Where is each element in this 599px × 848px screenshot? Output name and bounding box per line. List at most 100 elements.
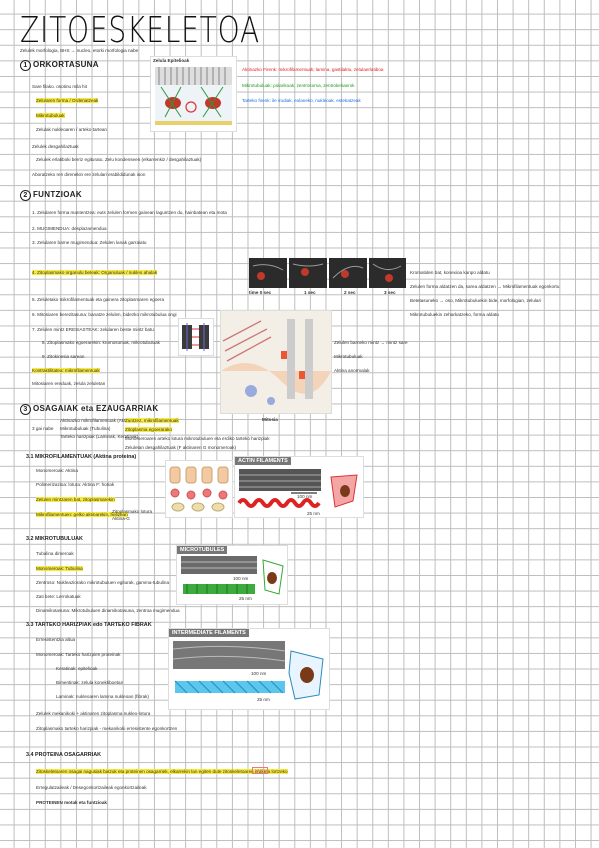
side-note: Betetasuneko → oso, Mikrotubuluekin bide…: [410, 298, 541, 303]
microtubules-figure: MICROTUBULES 100 nm 25 nm: [176, 545, 288, 605]
cell-transport-figure: [220, 310, 332, 414]
time-label: 3 sec: [384, 290, 396, 295]
actin-polymer-diagram: [169, 466, 229, 512]
actin-filaments-figure: ACTIN FILAMENTS 100 nm 25 nm: [234, 456, 364, 518]
sub33-item: Zelulek mekanikoki + aktinaren zitoplasm…: [36, 711, 151, 716]
brace-right: Zuntzez, mikrofilamentuak: [125, 418, 179, 423]
s2-item: 1. Zelularen forma mantentzea: euts zelu…: [32, 210, 227, 215]
arrow-note: Zelulen barneko mintz → mintz sare: [334, 340, 408, 345]
s2-item: 2. MUGIMENDUA: desplazamendua: [32, 226, 107, 231]
arrow-note: Mikrotubuluak: [334, 354, 363, 359]
transport-diagram: [221, 311, 331, 413]
sub32-item: Monomeroak: Tubulina: [36, 566, 83, 571]
s3-intro: 3 gai nabe: [32, 426, 54, 431]
sub33-heading: 3.3 TARTEKO HARIZPIAK edo TARTEKO FIBRAK: [26, 622, 152, 628]
scale-label: 100 nm: [233, 576, 249, 581]
time-label: time 0 sec: [249, 290, 272, 295]
sub33-item: Bimentinak: zelula konektiboetan: [56, 680, 124, 685]
legend-microtubules: Mikrotubuluak: polarikoak, zentrosoma, z…: [242, 83, 355, 88]
s1-item: Sare filako. osotinu mila hit: [32, 84, 87, 89]
sub34-heading: 3.4 PROTEINA OSAGARRIAK: [26, 752, 101, 758]
figure-label: Zelula Epitelioak: [153, 58, 190, 63]
s1-item: Zelulek erlatiboki berriz egituratu. Zel…: [36, 157, 202, 162]
legend-intermediate: Tarteko firenk: ile irudiak, eolaneko, n…: [242, 98, 361, 103]
page-title: ZITOESKELETOA: [20, 10, 260, 51]
s2-item: 8. Zitoplasmako egoerarekin: kromosomak,…: [42, 340, 160, 345]
intermediate-filaments-figure: INTERMEDIATE FILAMENTS 100 nm 25 nm: [168, 628, 330, 710]
scale-label: 100 nm: [297, 494, 313, 499]
section-number: 1: [20, 60, 31, 71]
arrow-note: Aktina anormalak: [334, 368, 370, 373]
brace-right: Zeluletan desgahilaztuak (F aktinaren G …: [125, 445, 237, 450]
sub31-item: Mikrofilamentuen: gelko aktinarekin, hel…: [36, 512, 128, 517]
side-note: Kromatiden bat, konexioa kanpo aldatu: [410, 270, 490, 275]
intermediate-diagram: [172, 641, 324, 700]
frame-3: [369, 258, 406, 288]
s2-item: 6. Mitosiaren berezitasuna: banatze zelu…: [32, 312, 177, 317]
map-tag: MAP: [252, 767, 268, 774]
figure-title: INTERMEDIATE FILAMENTS: [169, 629, 249, 637]
side-note: Mikrotubuluekin zeharkatzeko, forma alda…: [410, 312, 499, 317]
mitosis-figure: [178, 318, 214, 356]
sub33-item: Erresistentzia altua: [36, 637, 76, 642]
sub31-item: Monomeroak: Aktina: [36, 468, 78, 473]
brace-item: Mikrotubuluak (Tubulina): [60, 426, 111, 431]
section-number: 3: [20, 404, 31, 415]
sub31-side: Zitoplasmako lotura: [112, 509, 153, 514]
sub32-heading: 3.2 MIKROTUBULUAK: [26, 536, 83, 542]
time-lapse-strip: time 0 sec 1 sec 2 sec 3 sec: [249, 258, 406, 296]
frame-overlay: [252, 263, 402, 282]
sub31-item: Zelulen mintzaren bat, zitoplasmarekin: [36, 497, 115, 502]
sub32-item: Tubulina dimeroak: [36, 551, 74, 556]
brace-item: Tarteko harizpiak (Laminak, Keratinak): [60, 434, 139, 439]
section-title: FUNTZIOAK: [33, 190, 82, 199]
intro-text: Zelulek morfologia, BHS → nucleo, etorki…: [20, 48, 139, 53]
sub33-item: Laminak: nukleoaren lamina nukleoan (fib…: [56, 694, 149, 699]
brace-right: Monomeroaren arteko lotura mikrotubuluen…: [125, 436, 270, 441]
sub34-item: Zitoskeletoaren osagai nagusiak batzuk e…: [36, 769, 288, 774]
sub32-item: Zentroso: Nukleaziorako mikrotubuluen eg…: [36, 580, 170, 585]
s1-item: Zelulak nukleoaren / arteko tartean: [36, 127, 107, 132]
frame-0: [249, 258, 287, 288]
epithelial-diagram: [155, 67, 232, 125]
sub31-side: Aktina-G: [112, 516, 130, 521]
section-title: OSAGAIAK eta EZAUGARRIAK: [33, 404, 159, 413]
s2-item: 5. Zeluletako mikrofilamentuak eta gaine…: [32, 297, 165, 302]
brace-item: Aktinazko mikrofilamentuak (Aktina): [60, 418, 134, 423]
s1-item: Aboratzeko ren direnekin ere zelulari er…: [32, 172, 146, 177]
s1-item: Zelulek desgahilaztuak: [32, 144, 79, 149]
section-title: ORKORTASUNA: [33, 60, 99, 69]
s2-item: 3. Zelularen barne mugimendua: Zelulen l…: [32, 240, 147, 245]
microtubules-diagram: [181, 556, 284, 595]
scale-label: 100 nm: [251, 671, 267, 676]
side-note: Zelulen forma aldatzen da, sarea aldatze…: [410, 284, 560, 289]
scale-label: 25 nm: [307, 511, 320, 516]
sub34-item: Erregulatzaileak / Desegonkortzaileak eg…: [36, 785, 147, 790]
brace-right: Zitoplasma egoerarako: [125, 427, 172, 432]
s2-item: Kontraktilitatea: mikrofilamentuak: [32, 368, 100, 373]
sub33-item: Zitoplasmako tarteko harizpiak - mekanik…: [36, 726, 178, 731]
time-label: 2 sec: [344, 290, 356, 295]
sub33-item: Monomeroak: Tarteko harizpien proteinak: [36, 652, 121, 657]
s2-item: 9. Zitokinesia sarean: [42, 354, 85, 359]
sub32-item: Zati bete: Lerrokatuak: [36, 594, 81, 599]
scale-label: 25 nm: [257, 697, 270, 702]
scale-label: 25 nm: [239, 596, 252, 601]
actin-diagram: [237, 469, 358, 508]
spindle-diagram: [182, 323, 209, 351]
s1-item: Zelularen forma / Ordenatzeak: [36, 98, 99, 103]
figure-title: ACTIN FILAMENTS: [235, 457, 291, 465]
s1-item: Mikrotubuluak: [36, 113, 65, 118]
sub31-heading: 3.1 MIKROFILAMENTUAK (Aktina proteina): [26, 454, 137, 460]
figure-title: MICROTUBULES: [177, 546, 228, 554]
legend-actin: Aktinazko Firenk: mikrofilamentuak; lami…: [242, 67, 384, 72]
sub32-item: Dinamikotasuna: Mikrotubuluen dinamikota…: [36, 608, 180, 613]
s2-item: Mitosiaren ereduak, zelula zeluletan: [32, 381, 106, 386]
s2-item: 7. Zelulen mintz ERESIASTEAK: zelularen …: [32, 327, 154, 332]
figure-caption: Mitosia: [262, 417, 278, 422]
actin-polymer-figure: [165, 460, 233, 518]
s2-item: 4. Zitoplasmako organulu beteak: Organul…: [32, 270, 158, 275]
